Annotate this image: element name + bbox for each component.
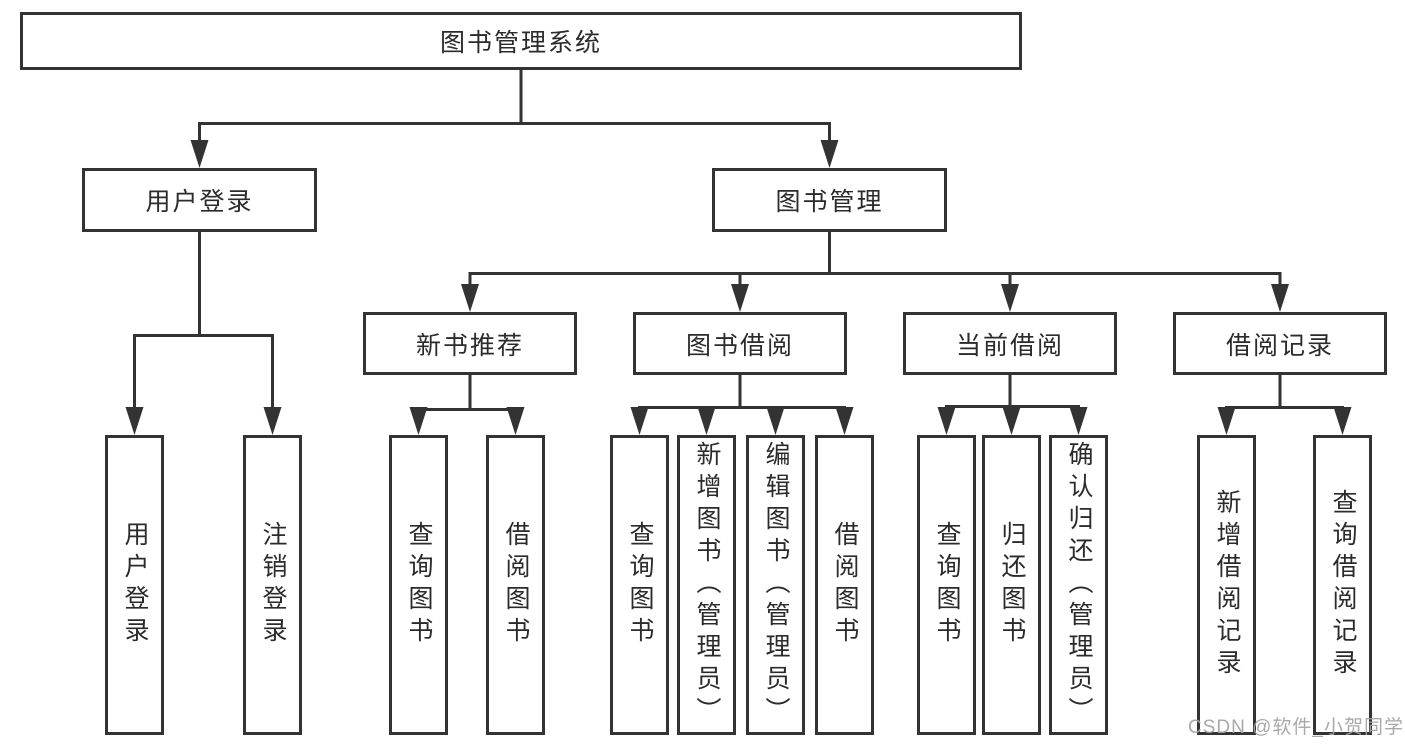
node-book-management: 图书管理 (712, 168, 947, 232)
leaf-return-books: 归还图书 (982, 435, 1041, 735)
leaf-query-books-borrowing: 查询图书 (610, 435, 669, 735)
leaf-add-book-admin-label: 新增图书（管理员） (693, 441, 721, 729)
leaf-borrow-books-borrowing: 借阅图书 (815, 435, 874, 735)
leaf-query-borrow-record-label: 查询借阅记录 (1329, 489, 1357, 681)
leaf-add-book-admin: 新增图书（管理员） (677, 435, 736, 735)
node-user-login: 用户登录 (82, 168, 317, 232)
leaf-user-login-label: 用户登录 (121, 521, 149, 649)
watermark: CSDN @软件_小贺同学 (1188, 717, 1404, 738)
arrowheads (125, 140, 1352, 435)
leaf-query-books-recommend-label: 查询图书 (405, 521, 433, 649)
leaf-return-books-label: 归还图书 (998, 521, 1026, 649)
leaf-borrow-books-recommend-label: 借阅图书 (502, 521, 530, 649)
leaf-query-books-recommend: 查询图书 (389, 435, 448, 735)
leaf-query-borrow-record: 查询借阅记录 (1313, 435, 1372, 735)
leaf-edit-book-admin: 编辑图书（管理员） (746, 435, 805, 735)
leaf-edit-book-admin-label: 编辑图书（管理员） (762, 441, 790, 729)
node-current-borrowing: 当前借阅 (903, 312, 1117, 375)
leaf-logout-label: 注销登录 (259, 521, 287, 649)
node-new-book-recommendation: 新书推荐 (363, 312, 577, 375)
leaf-borrow-books-recommend: 借阅图书 (486, 435, 545, 735)
node-borrow-records: 借阅记录 (1173, 312, 1387, 375)
leaf-query-books-current-label: 查询图书 (933, 521, 961, 649)
leaf-add-borrow-record: 新增借阅记录 (1197, 435, 1256, 735)
leaf-confirm-return-admin-label: 确认归还（管理员） (1065, 441, 1093, 729)
node-book-borrowing: 图书借阅 (633, 312, 847, 375)
leaf-confirm-return-admin: 确认归还（管理员） (1049, 435, 1108, 735)
leaf-query-books-current: 查询图书 (917, 435, 976, 735)
leaf-query-books-borrowing-label: 查询图书 (626, 521, 654, 649)
leaf-user-login: 用户登录 (105, 435, 164, 735)
leaf-add-borrow-record-label: 新增借阅记录 (1213, 489, 1241, 681)
leaf-borrow-books-borrowing-label: 借阅图书 (831, 521, 859, 649)
node-library-management-system: 图书管理系统 (20, 12, 1022, 70)
leaf-logout: 注销登录 (243, 435, 302, 735)
